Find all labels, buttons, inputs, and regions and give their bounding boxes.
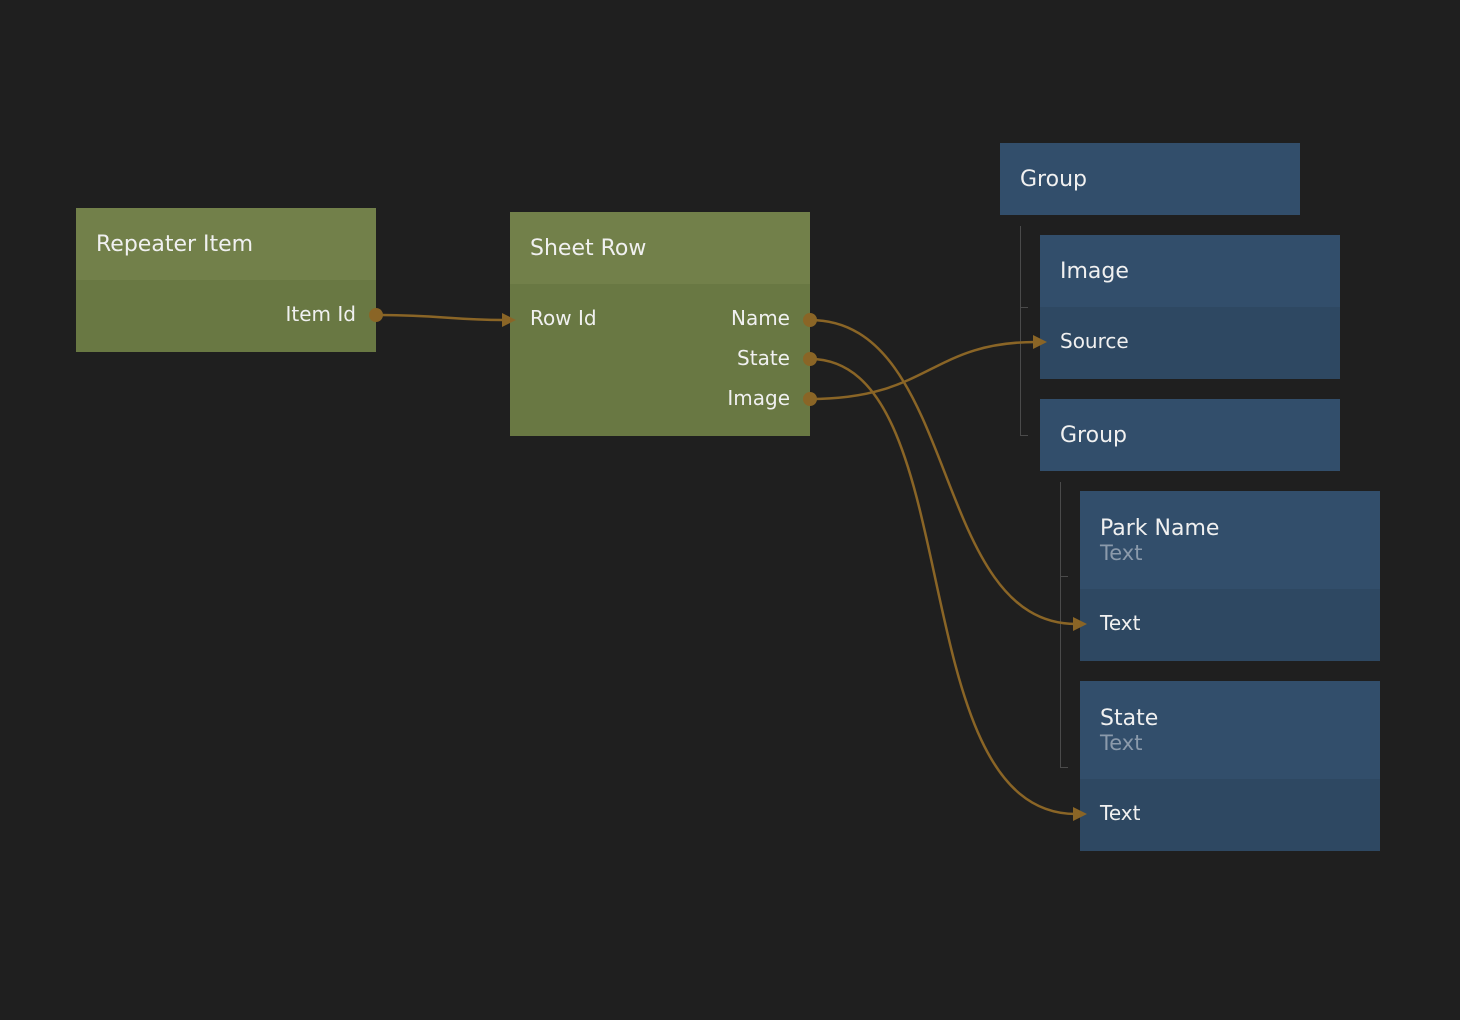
arrow-icon bbox=[1073, 807, 1087, 821]
wire-name-text[interactable] bbox=[809, 318, 1077, 626]
wire-itemid-rowid[interactable] bbox=[375, 313, 505, 322]
node-title: Sheet Row bbox=[510, 212, 810, 284]
node-state[interactable]: State Text Text bbox=[1080, 681, 1380, 851]
node-group-root[interactable]: Group bbox=[1000, 143, 1300, 215]
tree-tick bbox=[1060, 767, 1068, 768]
node-park-name[interactable]: Park Name Text Text bbox=[1080, 491, 1380, 661]
tree-line bbox=[1060, 482, 1061, 767]
output-port-image[interactable]: Image bbox=[727, 386, 790, 410]
wire-image-source[interactable] bbox=[809, 340, 1037, 401]
node-group-child[interactable]: Group bbox=[1040, 399, 1340, 471]
node-title: Group bbox=[1040, 399, 1340, 471]
node-title: Group bbox=[1000, 143, 1300, 215]
tree-tick bbox=[1020, 307, 1028, 308]
arrow-icon bbox=[1033, 335, 1047, 349]
port-dot[interactable] bbox=[369, 308, 383, 322]
node-title: State bbox=[1100, 705, 1159, 731]
tree-line bbox=[1020, 226, 1021, 435]
arrow-icon bbox=[502, 313, 516, 327]
input-port-text[interactable]: Text bbox=[1100, 801, 1141, 825]
output-port-item-id[interactable]: Item Id bbox=[285, 302, 356, 326]
tree-tick bbox=[1060, 576, 1068, 577]
tree-tick bbox=[1020, 435, 1028, 436]
node-sheet-row[interactable]: Sheet Row Row Id Name State Image bbox=[510, 212, 810, 436]
node-repeater-item[interactable]: Repeater Item Item Id bbox=[76, 208, 376, 352]
input-port-text[interactable]: Text bbox=[1100, 611, 1141, 635]
output-port-state[interactable]: State bbox=[737, 346, 790, 370]
port-dot[interactable] bbox=[803, 392, 817, 406]
node-title: Repeater Item bbox=[76, 208, 376, 280]
output-port-name[interactable]: Name bbox=[730, 306, 790, 330]
port-dot[interactable] bbox=[803, 313, 817, 327]
node-type: Text bbox=[1100, 730, 1143, 755]
node-title: Image bbox=[1040, 235, 1340, 307]
arrow-icon bbox=[1073, 617, 1087, 631]
input-port-source[interactable]: Source bbox=[1060, 329, 1129, 353]
input-port-row-id[interactable]: Row Id bbox=[530, 306, 597, 330]
wire-state-text[interactable] bbox=[809, 357, 1077, 816]
node-title: Park Name bbox=[1100, 515, 1220, 541]
node-image[interactable]: Image Source bbox=[1040, 235, 1340, 379]
port-dot[interactable] bbox=[803, 352, 817, 366]
node-type: Text bbox=[1100, 540, 1143, 565]
